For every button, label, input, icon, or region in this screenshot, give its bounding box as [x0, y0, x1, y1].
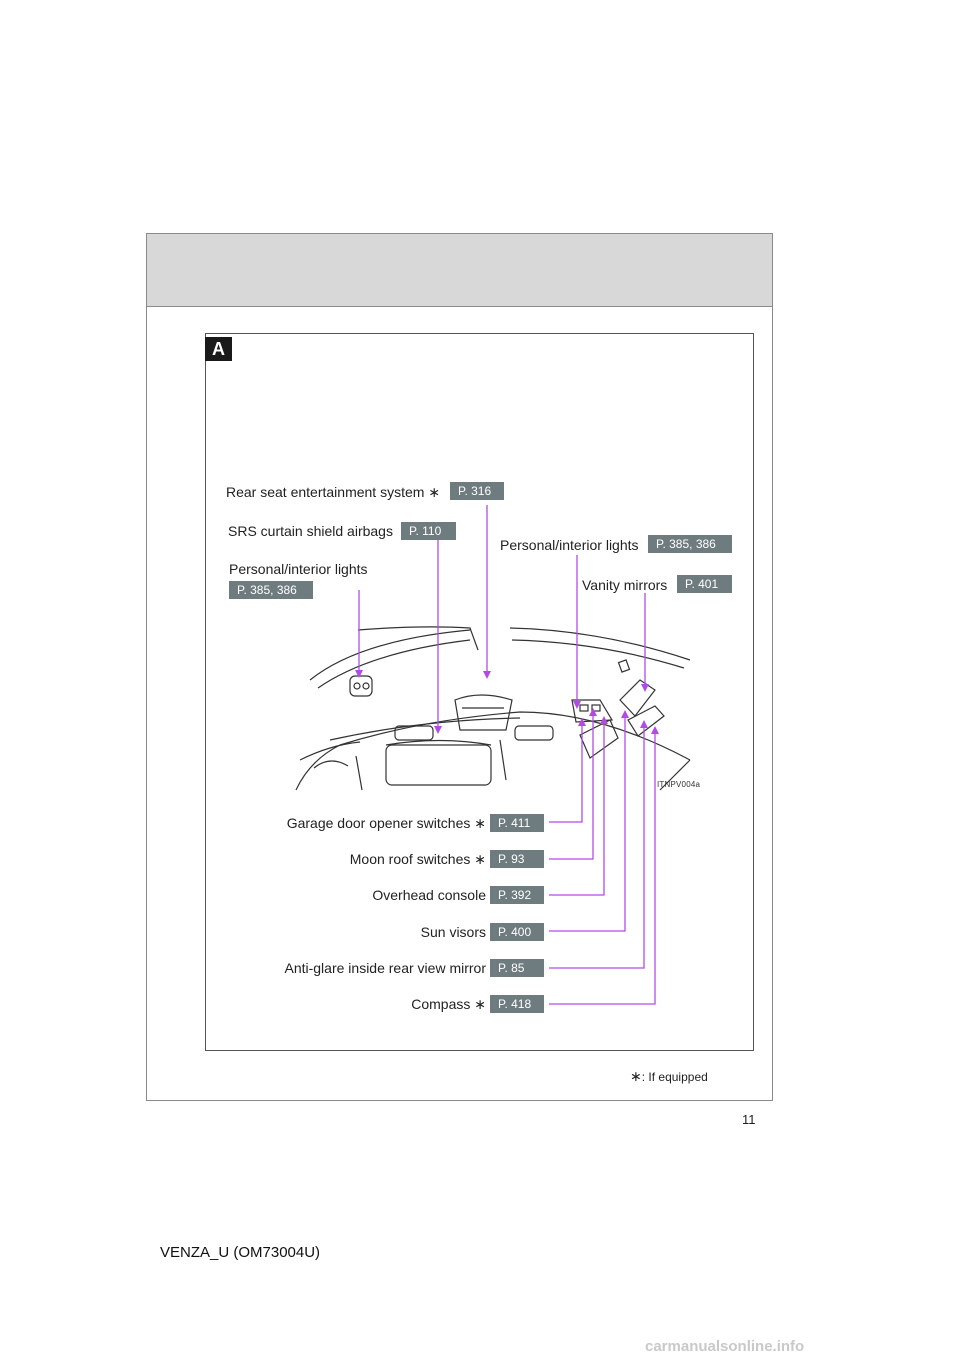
- page-ref-tag: P. 385, 386: [648, 535, 732, 553]
- if-equipped-star: ∗: [474, 851, 486, 867]
- page-ref-tag: P. 110: [401, 522, 456, 540]
- if-equipped-star: ∗: [428, 484, 441, 500]
- footnote: ∗: If equipped: [630, 1068, 708, 1085]
- callout-compass: Compass ∗: [411, 995, 486, 1013]
- document-id: VENZA_U (OM73004U): [160, 1244, 321, 1261]
- page-number: 11: [742, 1112, 756, 1127]
- callout-label: Garage door opener switches: [286, 815, 471, 831]
- callout-personal-lights-right: Personal/interior lights: [500, 537, 639, 553]
- if-equipped-star: ∗: [474, 815, 486, 831]
- page-ref-tag: P. 400: [490, 923, 544, 941]
- callout-personal-lights-left: Personal/interior lights: [229, 561, 368, 577]
- page-ref-tag: P. 418: [490, 995, 544, 1013]
- watermark: carmanualsonline.info: [645, 1338, 805, 1355]
- callout-vanity-mirrors: Vanity mirrors: [582, 577, 668, 593]
- footnote-text: : If equipped: [641, 1070, 708, 1084]
- page-ref-tag: P. 85: [490, 959, 544, 977]
- figure-code: ITNPV004a: [657, 780, 701, 789]
- page-ref-tag: P. 385, 386: [229, 581, 313, 599]
- callout-sun-visors: Sun visors: [420, 924, 486, 940]
- callout-label: Rear seat entertainment system: [226, 484, 425, 500]
- page-frame: [146, 233, 773, 1101]
- callout-garage-door: Garage door opener switches ∗: [287, 814, 486, 832]
- if-equipped-star: ∗: [630, 1068, 642, 1084]
- callout-moon-roof: Moon roof switches ∗: [350, 850, 486, 868]
- section-badge: A: [205, 337, 232, 361]
- page-ref-tag: P. 401: [677, 575, 732, 593]
- figure-panel: [205, 333, 754, 1051]
- page-ref-tag: P. 392: [490, 886, 544, 904]
- callout-overhead-console: Overhead console: [372, 887, 486, 903]
- callout-rear-seat-entertainment: Rear seat entertainment system ∗: [226, 483, 440, 501]
- if-equipped-star: ∗: [474, 996, 486, 1012]
- page-ref-tag: P. 316: [450, 482, 504, 500]
- page-ref-tag: P. 93: [490, 850, 544, 868]
- callout-label: Moon roof switches: [349, 851, 471, 867]
- header-band: [147, 234, 772, 307]
- callout-rear-view-mirror: Anti-glare inside rear view mirror: [284, 960, 486, 976]
- callout-srs-airbags: SRS curtain shield airbags: [228, 523, 393, 539]
- page-ref-tag: P. 411: [490, 814, 544, 832]
- callout-label: Compass: [411, 996, 471, 1012]
